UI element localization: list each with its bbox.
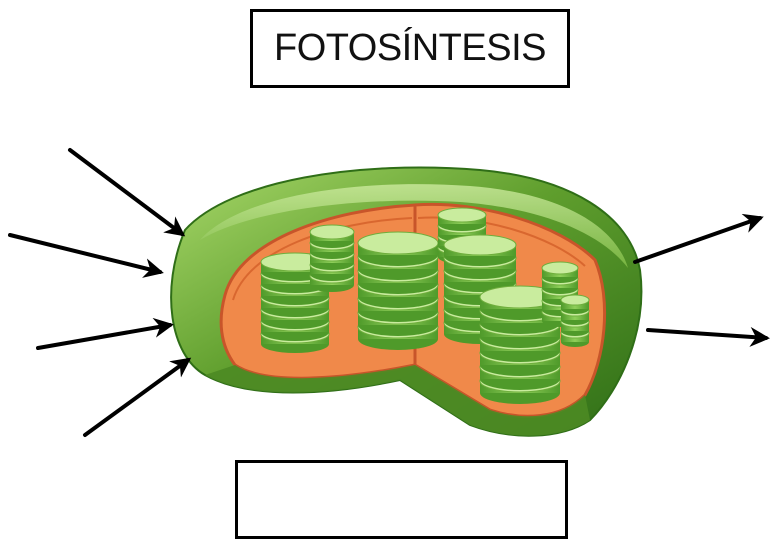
thylakoid-disc [542,262,578,274]
arrow-icon [10,235,160,272]
arrow-icon [70,150,182,234]
thylakoid-disc [310,225,354,239]
thylakoid-disc [561,295,589,305]
outgoing-arrows [635,218,766,338]
arrow-icon [85,360,188,435]
arrow-icon [648,330,766,338]
incoming-arrows [10,150,188,435]
thylakoid-disc [358,232,438,254]
thylakoid-disc [444,235,516,255]
answer-box[interactable] [235,460,568,539]
arrow-icon [635,218,760,262]
thylakoid-disc [438,208,486,222]
arrow-icon [38,325,170,348]
